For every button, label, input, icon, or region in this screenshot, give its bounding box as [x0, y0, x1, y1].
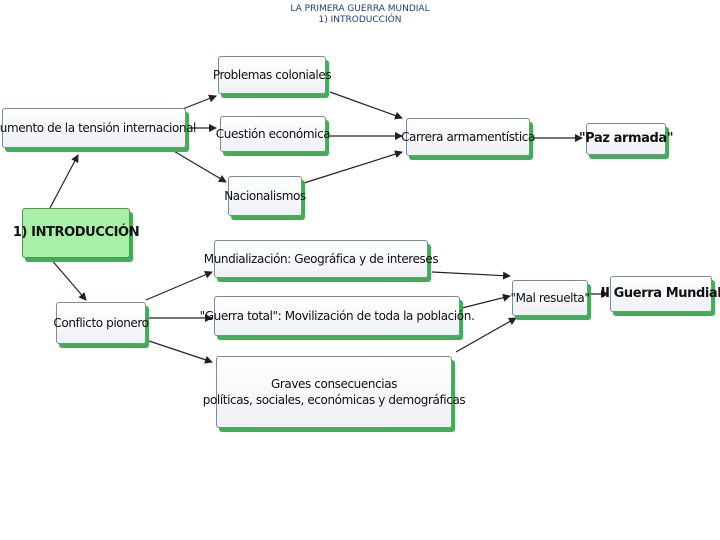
- node-nacionalismos-label: Nacionalismos: [224, 188, 306, 203]
- node-mal-resuelta: "Mal resuelta": [510, 280, 590, 316]
- arrow-graves-mal: [455, 317, 517, 353]
- node-conflicto-pionero: Conflicto pionero: [53, 302, 149, 344]
- arrow-nacionalismos-carrera: [303, 150, 403, 184]
- arrow-tension-coloniales: [179, 94, 217, 111]
- node-mal-resuelta-label: "Mal resuelta": [510, 290, 590, 305]
- node-problemas-coloniales-label: Problemas coloniales: [212, 67, 332, 82]
- arrow-coloniales-carrera: [329, 91, 403, 120]
- arrow-mundializacion-mal: [431, 271, 511, 280]
- node-carrera-armamentistica-label: Carrera armamentística: [401, 129, 535, 144]
- arrow-tension-nacionalismos: [171, 149, 227, 183]
- node-carrera-armamentistica: Carrera armamentística: [401, 118, 535, 156]
- node-problemas-coloniales: Problemas coloniales: [213, 56, 332, 94]
- node-ii-guerra-mundial-label: II Guerra Mundial: [600, 286, 720, 302]
- node-graves-consecuencias: Graves consecuencias políticas, sociales…: [203, 356, 466, 428]
- node-paz-armada-label: "Paz armada": [578, 131, 674, 147]
- node-introduccion-root-label: 1) INTRODUCCIÓN: [12, 225, 140, 241]
- node-guerra-total: "Guerra total": Movilización de toda la …: [200, 296, 475, 336]
- arrow-guerra-total-mal: [461, 293, 511, 309]
- node-introduccion-root: 1) INTRODUCCIÓN: [13, 208, 140, 258]
- node-cuestion-economica: Cuestión económica: [216, 116, 331, 152]
- page-subtitle: 1) INTRODUCCIÓN: [318, 15, 402, 25]
- node-mundializacion-label: Mundialización: Geográfica y de interese…: [203, 251, 439, 266]
- arrow-root-tension: [49, 154, 79, 209]
- arrow-conflicto-mundializacion: [145, 271, 213, 301]
- node-aumento-tension-label: Aumento de la tensión internacional: [0, 120, 196, 135]
- node-paz-armada: "Paz armada": [579, 123, 674, 155]
- node-aumento-tension: Aumento de la tensión internacional: [0, 108, 196, 148]
- arrow-conflicto-graves: [145, 339, 213, 364]
- node-mundializacion: Mundialización: Geográfica y de interese…: [204, 240, 439, 278]
- node-graves-line-2: políticas, sociales, económicas y demogr…: [202, 393, 466, 407]
- arrow-root-conflicto: [49, 257, 87, 301]
- node-nacionalismos: Nacionalismos: [224, 176, 306, 216]
- page-title: LA PRIMERA GUERRA MUNDIAL: [290, 4, 430, 14]
- node-cuestion-economica-label: Cuestión económica: [215, 126, 331, 141]
- node-graves-line-1: Graves consecuencias: [270, 376, 398, 391]
- node-guerra-total-label: "Guerra total": Movilización de toda la …: [199, 308, 475, 323]
- node-conflicto-pionero-label: Conflicto pionero: [53, 315, 149, 330]
- node-ii-guerra-mundial: II Guerra Mundial: [601, 276, 720, 312]
